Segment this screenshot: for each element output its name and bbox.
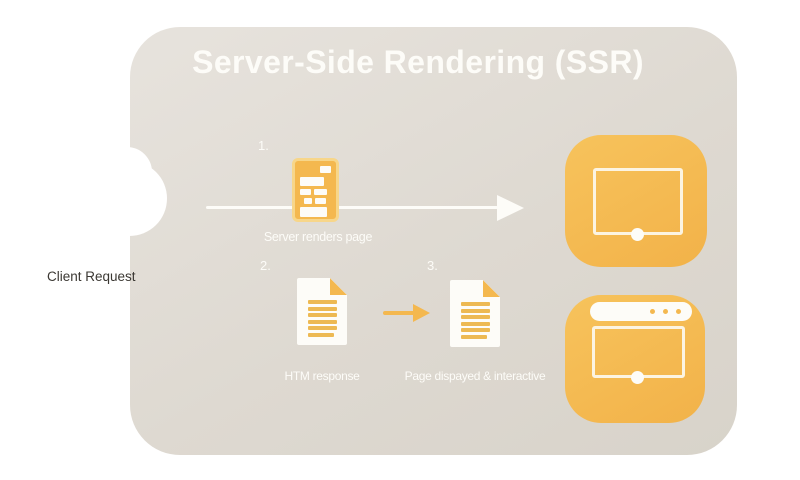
- tablet-screen-icon: [593, 168, 683, 235]
- content-block: [320, 166, 331, 173]
- content-block: [300, 189, 311, 195]
- tablet-device-card: [565, 135, 707, 267]
- browser-dot-icon: [676, 309, 681, 314]
- step-arrowhead-icon: [413, 304, 430, 322]
- doc-line: [461, 328, 490, 332]
- step-2-label: HTM response: [284, 369, 360, 383]
- browser-dot-icon: [650, 309, 655, 314]
- home-button-icon: [631, 228, 644, 241]
- doc-line: [308, 333, 334, 337]
- step-3-number: 3.: [427, 258, 438, 273]
- content-block: [315, 198, 326, 204]
- content-block: [300, 177, 324, 186]
- html-file-document-icon: [297, 278, 347, 345]
- step-2-number: 2.: [260, 258, 271, 273]
- doc-line: [308, 320, 337, 324]
- page-file-document-icon: [450, 280, 500, 347]
- doc-line: [461, 335, 487, 339]
- doc-line: [461, 309, 490, 313]
- browser-address-bar-icon: [590, 302, 692, 321]
- page-title: Server-Side Rendering (SSR): [192, 44, 644, 80]
- home-button-icon: [631, 371, 644, 384]
- doc-line: [461, 302, 490, 306]
- step-3-label: Page dispayed & interactive: [404, 369, 546, 383]
- browser-device-card: [565, 295, 705, 423]
- doc-line: [461, 315, 490, 319]
- rendered-page-document-icon: [292, 158, 339, 222]
- step-1-number: 1.: [258, 138, 269, 153]
- doc-line: [308, 307, 337, 311]
- client-request-label: Client Request: [47, 269, 136, 284]
- content-block: [300, 207, 327, 217]
- doc-line: [308, 326, 337, 330]
- content-block: [304, 198, 312, 204]
- step-arrow-icon: [383, 311, 415, 315]
- doc-line: [308, 300, 337, 304]
- cloud-icon: [102, 147, 152, 197]
- main-flow-arrow-icon: [206, 206, 498, 209]
- step-1-label: Server renders page: [263, 230, 373, 244]
- doc-line: [308, 313, 337, 317]
- browser-dot-icon: [663, 309, 668, 314]
- content-block: [314, 189, 327, 195]
- main-flow-arrowhead-icon: [497, 195, 524, 221]
- doc-line: [461, 322, 490, 326]
